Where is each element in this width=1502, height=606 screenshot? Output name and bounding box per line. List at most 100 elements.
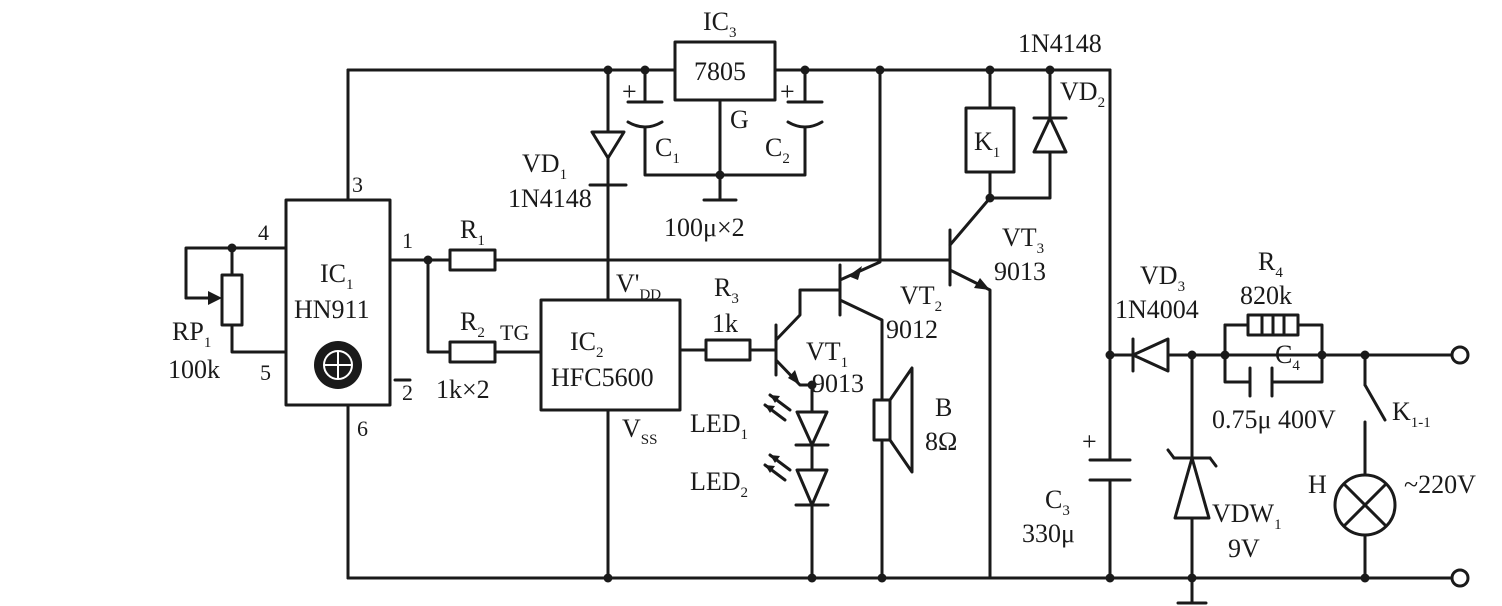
vt2-emitter-arrow-icon — [848, 266, 862, 280]
svg-text:C3: C3 — [1045, 485, 1070, 519]
vd1-label: VD — [522, 149, 560, 178]
junction-dot — [875, 65, 885, 75]
vt2-label: VT — [900, 281, 935, 310]
vd1-label-sub: 1 — [560, 167, 568, 183]
ic1-pin1: 1 — [402, 228, 413, 253]
r4-label-sub: 4 — [1275, 265, 1283, 281]
speaker-b: B 8Ω — [872, 366, 957, 474]
junction-dot — [985, 65, 995, 75]
ic1-pin4: 4 — [258, 220, 269, 245]
vt2-transistor: VT2 9012 — [848, 266, 942, 344]
led1-diode: LED1 — [690, 393, 830, 447]
svg-text:VD2: VD2 — [1060, 77, 1105, 111]
lamp-cross-icon — [1342, 482, 1388, 528]
c2-label-sub: 2 — [782, 151, 790, 167]
svg-text:IC3: IC3 — [703, 7, 737, 41]
c1-plate-bottom — [626, 120, 664, 129]
c3-capacitor: + C3 330μ — [1022, 427, 1132, 548]
r3-body — [704, 338, 752, 362]
r4-label: R — [1258, 247, 1276, 276]
r4-bands — [1260, 313, 1286, 337]
r2-label-sub: 2 — [477, 325, 485, 341]
ic1-pin5: 5 — [260, 360, 271, 385]
mains-terminals — [1450, 345, 1470, 588]
svg-text:VT3: VT3 — [1002, 223, 1044, 257]
ic2-vss-label: V — [622, 414, 641, 443]
ic1-pin2: 2 — [402, 380, 413, 405]
vt1-transistor: VT1 9013 — [788, 337, 864, 398]
k1-label-sub: 1 — [993, 145, 1001, 161]
k1-1-contact: K1-1 — [1392, 397, 1431, 431]
vt3-label-sub: 3 — [1037, 241, 1045, 257]
svg-text:IC2: IC2 — [570, 327, 604, 361]
c3-value: 330μ — [1022, 519, 1075, 548]
ic2-label: IC — [570, 327, 596, 356]
c1-c2-value: 100μ×2 — [664, 213, 745, 242]
r1-label-sub: 1 — [477, 233, 485, 249]
vdw1-triangle — [1173, 456, 1211, 520]
c1-label: C — [655, 133, 672, 162]
led2-diode: LED2 — [690, 453, 830, 507]
junction-dots — [227, 65, 1370, 583]
led1-label: LED — [690, 409, 741, 438]
ic1-label-sub: 1 — [346, 277, 354, 293]
vt2-part: 9012 — [886, 315, 938, 344]
c2-label: C — [765, 133, 782, 162]
svg-text:VSS: VSS — [622, 414, 657, 448]
speaker-value: 8Ω — [925, 427, 957, 456]
c3-label-sub: 3 — [1062, 503, 1070, 519]
vdw1-label-sub: 1 — [1274, 517, 1282, 533]
ic3-gnd-label: G — [730, 105, 749, 134]
speaker-coil — [872, 398, 892, 442]
r4-value: 820k — [1240, 281, 1292, 310]
c3-label: C — [1045, 485, 1062, 514]
svg-text:IC1: IC1 — [320, 259, 354, 293]
c4-label-sub: 4 — [1292, 358, 1300, 374]
svg-text:C2: C2 — [765, 133, 790, 167]
junction-dot — [1045, 65, 1055, 75]
c3-plus: + — [1082, 427, 1097, 456]
r3-label: R — [714, 273, 732, 302]
ic2-vdd-sub: DD — [639, 287, 661, 303]
ic1-hn911: IC1 HN911 3 4 5 1 2 6 — [258, 172, 413, 441]
c1-capacitor: + C1 — [622, 77, 680, 167]
ic3-part: 7805 — [694, 57, 746, 86]
vd2-triangle — [1032, 116, 1068, 154]
junction-dot — [640, 65, 650, 75]
svg-text:VT1: VT1 — [806, 337, 848, 371]
ic2-vss-sub: SS — [641, 432, 658, 448]
svg-text:R3: R3 — [714, 273, 739, 307]
c4-capacitor: C4 0.75μ 400V — [1212, 340, 1336, 434]
junction-dot — [1187, 573, 1197, 583]
ic2-part: HFC5600 — [551, 363, 654, 392]
r1-body — [448, 248, 497, 272]
vt3-emitter-arrow-icon — [974, 278, 990, 290]
sensor-cross-icon — [324, 351, 352, 379]
vd3-label-sub: 3 — [1178, 279, 1186, 295]
junction-dot — [1187, 350, 1197, 360]
mains-label: ~220V — [1404, 470, 1476, 499]
vdw1-zener-diode: VDW1 9V — [1166, 448, 1282, 563]
led2-triangle — [795, 468, 829, 507]
vd2-label: VD — [1060, 77, 1098, 106]
ic3-label: IC — [703, 7, 729, 36]
ic2-vdd-label: V' — [616, 269, 639, 298]
led1-arrowheads-icon — [765, 395, 780, 413]
vd2-diode: VD2 1N4148 — [1018, 29, 1105, 160]
ic1-body — [284, 198, 392, 407]
ic2-hfc5600: IC2 HFC5600 V'DD VSS — [539, 269, 682, 448]
ic3-label-sub: 3 — [729, 25, 737, 41]
vd2-label-sub: 2 — [1098, 95, 1106, 111]
junction-dot — [1317, 350, 1327, 360]
junction-dot — [1360, 573, 1370, 583]
vt3-label: VT — [1002, 223, 1037, 252]
r2-label: R — [460, 307, 478, 336]
led2-label: LED — [690, 467, 741, 496]
svg-text:VD3: VD3 — [1140, 261, 1185, 295]
c2-plus: + — [780, 77, 795, 106]
rp1-label-sub: 1 — [204, 335, 212, 351]
svg-text:K1-1: K1-1 — [1392, 397, 1431, 431]
c1-plus: + — [622, 77, 637, 106]
vt2-label-sub: 2 — [935, 299, 943, 315]
ic2-label-sub: 2 — [596, 345, 604, 361]
